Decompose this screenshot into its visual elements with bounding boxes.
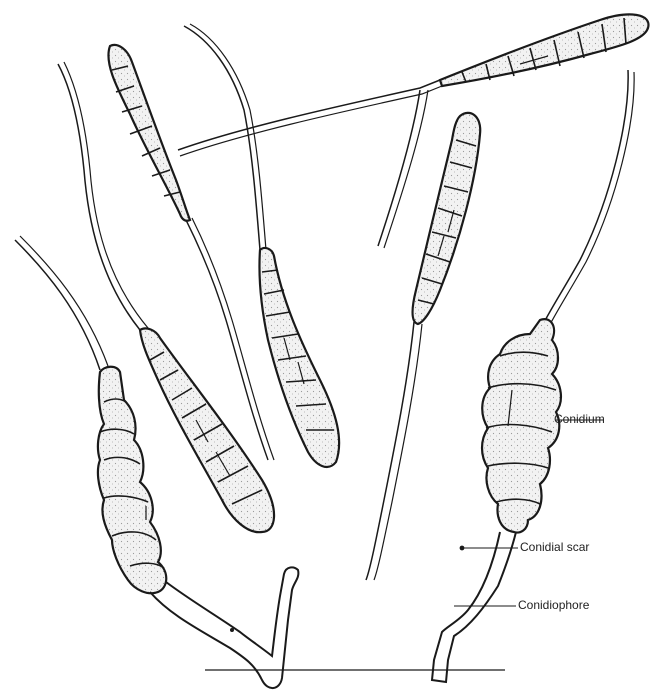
conidial-scar-dot xyxy=(460,546,465,551)
label-conidial-scar: Conidial scar xyxy=(520,540,589,554)
conidiophore-right xyxy=(432,532,516,682)
conidium-body-top-horizontal xyxy=(440,14,648,86)
label-conidiophore: Conidiophore xyxy=(518,598,589,612)
label-conidium: Conidium xyxy=(554,412,605,426)
conidium-center-right xyxy=(366,113,480,580)
conidium-body-top-left xyxy=(108,45,190,221)
beak-bottom-left xyxy=(15,240,100,370)
conidium-bottom-left xyxy=(15,236,298,688)
conidium-top-horizontal xyxy=(178,14,648,248)
conidium-body-left-middle xyxy=(140,328,274,532)
conidium-left-middle xyxy=(58,62,274,532)
